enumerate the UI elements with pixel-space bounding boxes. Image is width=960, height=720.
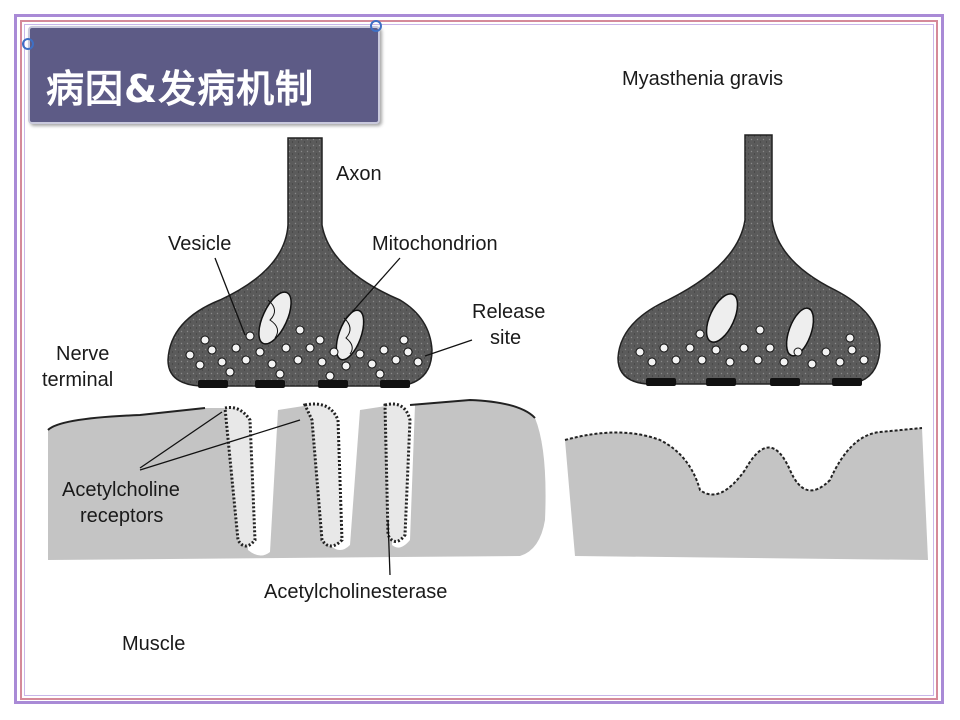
myasthenia-junction xyxy=(564,134,928,560)
postsynaptic-fold xyxy=(223,406,257,548)
release-sites xyxy=(198,380,410,388)
achr-label-line1: Acetylcholine xyxy=(62,479,180,501)
postsynaptic-fold xyxy=(302,402,344,548)
mitochondrion xyxy=(705,293,739,343)
vesicle-cluster xyxy=(185,325,423,381)
scroll-curl-icon xyxy=(22,38,34,50)
muscle-fiber-left xyxy=(48,400,546,560)
postsynaptic-fold xyxy=(383,402,412,543)
muscle-label: Muscle xyxy=(122,633,185,655)
muscle-fiber-right xyxy=(565,428,928,560)
release-sites xyxy=(646,378,862,386)
nerve-terminal-label-line1: Nerve xyxy=(56,343,109,365)
title-banner xyxy=(28,26,380,124)
axon-label: Axon xyxy=(336,163,382,185)
mitochondrion-label: Mitochondrion xyxy=(372,233,498,255)
postsynaptic-membrane-right xyxy=(564,427,923,496)
nerve-terminal-label-line2: terminal xyxy=(42,369,113,391)
myasthenia-gravis-label: Myasthenia gravis xyxy=(622,68,783,90)
slide-title: 病因&发病机制 xyxy=(46,67,315,111)
mitochondrion xyxy=(258,291,292,345)
vesicle-cluster xyxy=(635,325,869,369)
nerve-terminal-left xyxy=(167,137,433,387)
scroll-curl-icon xyxy=(370,20,382,32)
release-site-label-line1: Release xyxy=(472,301,545,323)
vesicle-label: Vesicle xyxy=(168,233,231,255)
slide-frame-inner xyxy=(20,20,938,700)
normal-junction xyxy=(47,137,546,576)
postsynaptic-membrane-left xyxy=(47,407,206,431)
acetylcholinesterase-label: Acetylcholinesterase xyxy=(264,581,447,603)
mitochondrion xyxy=(335,309,365,361)
label-leader-lines xyxy=(139,257,473,576)
nerve-terminal-right xyxy=(617,134,881,385)
release-site-label-line2: site xyxy=(490,327,521,349)
slide-frame-outer xyxy=(14,14,944,704)
achr-label-line2: receptors xyxy=(80,505,163,527)
mitochondrion xyxy=(785,307,815,357)
slide-frame-inner-line xyxy=(24,24,934,696)
